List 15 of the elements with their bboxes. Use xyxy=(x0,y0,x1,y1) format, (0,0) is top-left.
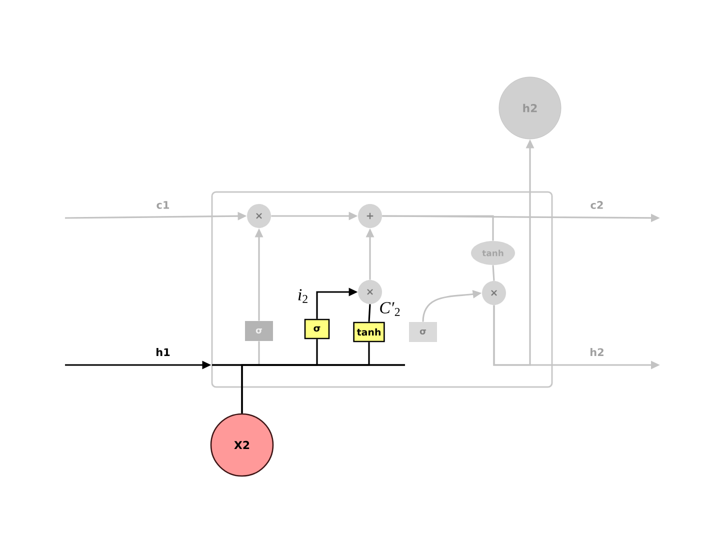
connector-line xyxy=(241,342,370,414)
edge-label: h2 xyxy=(590,348,604,356)
tanh-box: tanh xyxy=(353,322,385,342)
edge-label: c2 xyxy=(590,201,603,209)
edge-label: c1 xyxy=(156,201,170,209)
connector-line xyxy=(492,265,495,281)
sigmoid-box: σ xyxy=(409,322,437,342)
sigmoid-box: σ xyxy=(245,321,273,341)
lstm-cell-box xyxy=(211,191,553,388)
connector-line xyxy=(382,215,494,241)
edge-label: C′$_{2}$ xyxy=(380,302,400,316)
sigmoid-box: σ xyxy=(304,318,330,340)
edge-label: i$_{2}$ xyxy=(298,289,308,303)
edge-label: h1 xyxy=(156,348,170,356)
connector-line xyxy=(368,304,371,322)
